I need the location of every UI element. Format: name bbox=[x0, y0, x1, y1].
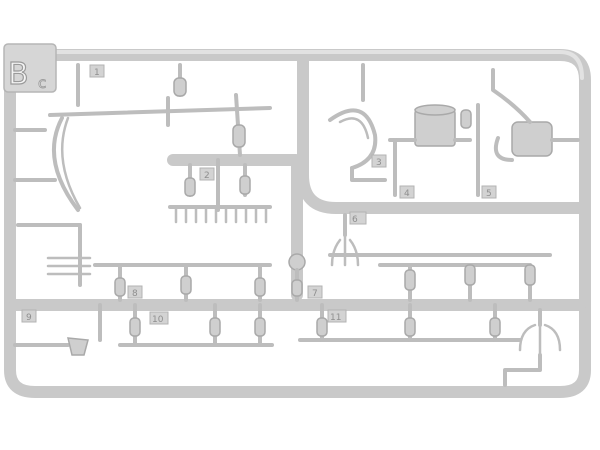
part-number: 9 bbox=[26, 313, 32, 323]
part-number: 7 bbox=[312, 289, 318, 299]
part-number: 1 bbox=[94, 68, 100, 78]
part-number: 6 bbox=[352, 215, 358, 225]
part-rake bbox=[168, 158, 272, 224]
part-long-handle bbox=[378, 263, 536, 302]
part-number: 5 bbox=[486, 189, 492, 199]
part-pitchfork-left bbox=[16, 223, 272, 302]
part-sickle bbox=[328, 63, 387, 182]
part-number: 3 bbox=[376, 158, 382, 168]
part-shovel bbox=[288, 253, 306, 302]
part-lower-right-handle bbox=[298, 303, 522, 342]
part-watering-can bbox=[476, 68, 580, 197]
part-number: 8 bbox=[132, 289, 138, 299]
part-lower-handle bbox=[98, 303, 274, 347]
part-number: 11 bbox=[330, 313, 341, 323]
sprue-letter-tag: B c bbox=[3, 43, 57, 93]
part-scythe bbox=[48, 63, 272, 212]
sprue-letter-suffix: c bbox=[38, 74, 46, 92]
part-bucket bbox=[388, 104, 472, 197]
part-small-fork bbox=[503, 308, 562, 387]
part-number-tags: 1 2 3 4 5 6 7 8 9 10 11 bbox=[21, 64, 497, 325]
part-number: 2 bbox=[204, 171, 210, 181]
part-number: 4 bbox=[404, 189, 410, 199]
part-hay-fork bbox=[328, 213, 552, 267]
part-number: 10 bbox=[152, 315, 164, 325]
sprue-letter: B bbox=[8, 57, 29, 92]
part-trowel bbox=[13, 128, 89, 356]
inner-runner-right bbox=[297, 54, 586, 214]
